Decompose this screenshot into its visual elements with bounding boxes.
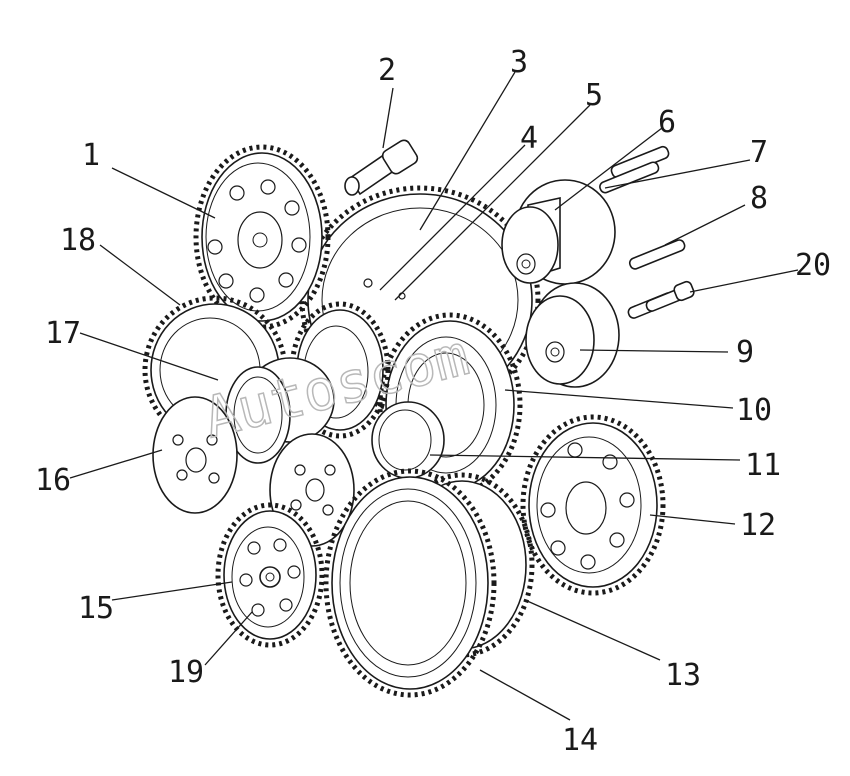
leader-13 (524, 599, 661, 661)
leader-15 (111, 581, 233, 601)
leader-4 (379, 144, 526, 291)
callout-13: 13 (665, 658, 701, 693)
leader-2 (382, 87, 394, 149)
leader-18 (99, 244, 181, 306)
gear-15 (215, 502, 325, 648)
callout-labels: 1 2 3 4 5 6 7 8 9 10 11 12 13 14 15 16 1… (35, 45, 831, 758)
leader-9 (579, 349, 729, 353)
gear-1 (193, 144, 331, 330)
leader-16 (69, 449, 163, 479)
leader-11 (429, 454, 741, 461)
callout-14: 14 (562, 723, 598, 758)
callout-17: 17 (45, 316, 81, 351)
gear-12 (520, 414, 666, 596)
callout-6: 6 (658, 105, 676, 140)
leader-3 (419, 71, 516, 231)
bolt-2 (344, 139, 419, 196)
leader-1 (111, 167, 216, 219)
leader-8 (664, 204, 746, 246)
leader-7 (604, 159, 751, 189)
gear-14 (323, 468, 497, 698)
leader-14 (479, 669, 571, 721)
callout-5: 5 (585, 78, 603, 113)
callout-16: 16 (35, 463, 71, 498)
callout-19: 19 (168, 655, 204, 690)
callout-15: 15 (78, 591, 114, 626)
callout-4: 4 (520, 121, 538, 156)
leader-12 (649, 514, 736, 525)
callout-9: 9 (736, 335, 754, 370)
leader-19 (204, 611, 253, 666)
callout-3: 3 (510, 45, 528, 80)
callout-8: 8 (750, 181, 768, 216)
leader-6 (554, 127, 663, 211)
callout-10: 10 (736, 393, 772, 428)
callout-12: 12 (740, 508, 776, 543)
leader-17 (79, 332, 219, 381)
leader-lines (69, 71, 799, 721)
callout-20: 20 (795, 248, 831, 283)
callout-2: 2 (378, 53, 396, 88)
leader-20 (689, 269, 799, 293)
hub-assembly-6 (501, 179, 616, 285)
leader-10 (504, 389, 734, 409)
ring-11 (371, 401, 445, 479)
sleeve-17 (225, 357, 335, 464)
callout-11: 11 (745, 448, 781, 483)
callout-1: 1 (82, 138, 100, 173)
callout-7: 7 (750, 135, 768, 170)
plate-19 (269, 433, 355, 547)
leader-5 (394, 104, 591, 301)
callout-18: 18 (60, 223, 96, 258)
bolts-upper-right (599, 145, 695, 319)
hub-9 (525, 282, 620, 388)
plate-16 (152, 396, 238, 514)
